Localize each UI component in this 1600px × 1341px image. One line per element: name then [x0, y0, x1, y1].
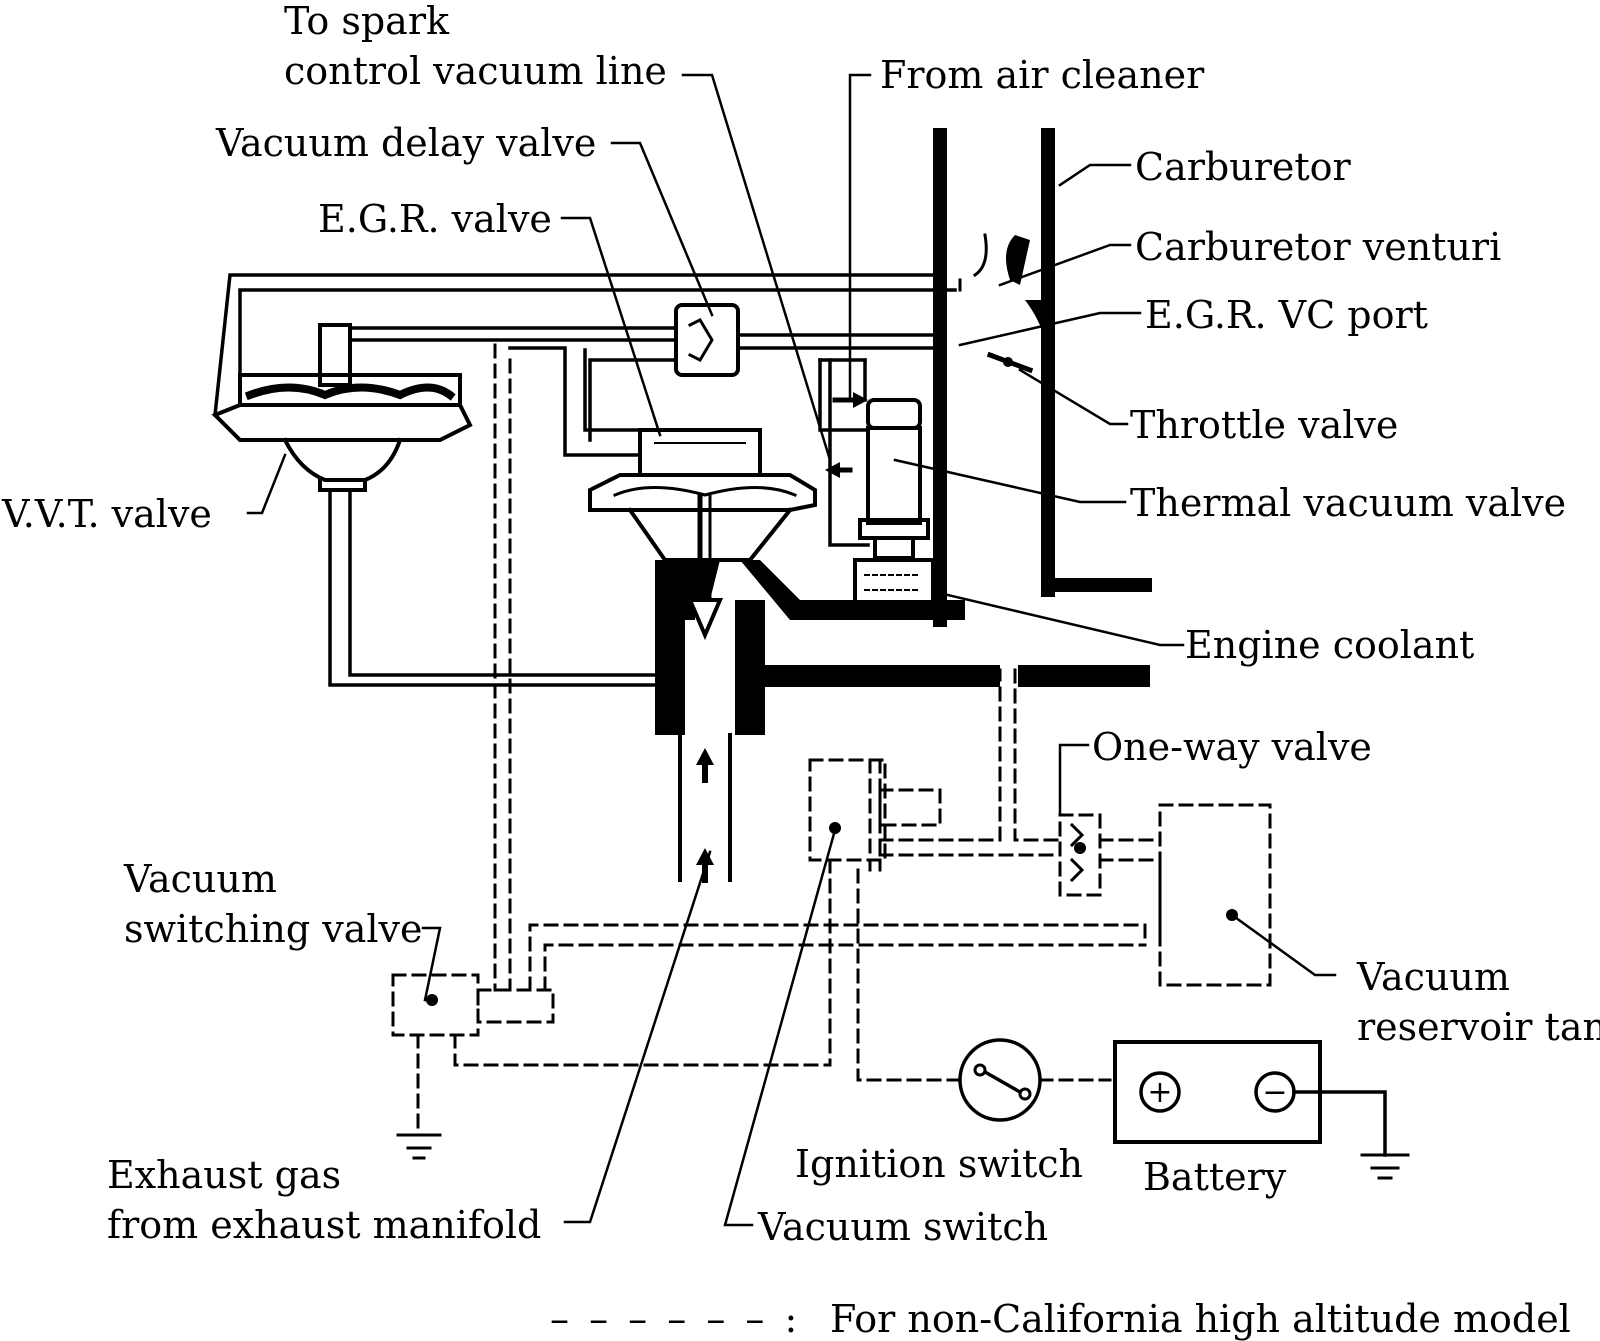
ground-symbol-battery: [1360, 1153, 1410, 1180]
label-vvt-valve: V.V.T. valve: [2, 492, 212, 536]
legend-dash-sample: – – – – – – :: [550, 1297, 802, 1341]
label-exhaust-line-1: Exhaust gas: [107, 1153, 342, 1197]
egr-valve-body: [588, 428, 817, 641]
vacuum-hoses: [213, 273, 957, 687]
label-thermal-vacuum-valve: Thermal vacuum valve: [1130, 481, 1567, 525]
vacuum-delay-valve-body: [674, 303, 740, 377]
vvt-valve-body: [211, 323, 473, 492]
intake-passage: [655, 560, 1150, 882]
label-throttle-valve: Throttle valve: [1130, 403, 1399, 447]
ground-symbol-vsv: [396, 1133, 442, 1160]
thermal-vacuum-valve-body: [853, 398, 935, 607]
label-carburetor-venturi: Carburetor venturi: [1135, 225, 1502, 269]
label-to-spark: To spark: [284, 0, 450, 43]
label-carburetor: Carburetor: [1135, 145, 1351, 189]
label-reservoir-line-1: Vacuum: [1357, 955, 1510, 999]
label-vacuum-delay-valve: Vacuum delay valve: [216, 121, 597, 165]
vsv-point: [426, 994, 438, 1006]
battery-negative-terminal: −: [1262, 1075, 1287, 1110]
ignition-switch-symbol: [958, 1038, 1042, 1122]
label-vacuum-switch: Vacuum switch: [758, 1205, 1049, 1249]
legend-text: For non-California high altitude model: [830, 1297, 1571, 1341]
one-way-valve-body: [1069, 822, 1086, 883]
label-ignition-switch: Ignition switch: [795, 1142, 1084, 1186]
battery-symbol: [1113, 1040, 1387, 1157]
tvv-port-arrows: [825, 392, 868, 478]
carburetor-body: [933, 128, 1152, 627]
exhaust-flow-arrows: [696, 748, 714, 883]
leader-lines: [246, 73, 1337, 1227]
label-control-vacuum-line: control vacuum line: [284, 49, 667, 93]
label-egr-vc-port: E.G.R. VC port: [1145, 293, 1428, 337]
label-from-air-cleaner: From air cleaner: [880, 53, 1205, 97]
label-egr-valve: E.G.R. valve: [318, 197, 552, 241]
label-exhaust-line-2: from exhaust manifold: [107, 1203, 542, 1247]
label-vsv-line-2: switching valve: [124, 907, 423, 951]
label-one-way-valve: One-way valve: [1092, 725, 1372, 769]
throttle-valve: [986, 351, 1034, 374]
label-reservoir-line-2: reservoir tan: [1357, 1005, 1600, 1049]
label-vsv-line-1: Vacuum: [124, 857, 277, 901]
label-engine-coolant: Engine coolant: [1185, 623, 1475, 667]
label-battery: Battery: [1143, 1155, 1287, 1199]
battery-positive-terminal: +: [1147, 1075, 1172, 1110]
high-altitude-dashed-lines: [391, 343, 1272, 1137]
